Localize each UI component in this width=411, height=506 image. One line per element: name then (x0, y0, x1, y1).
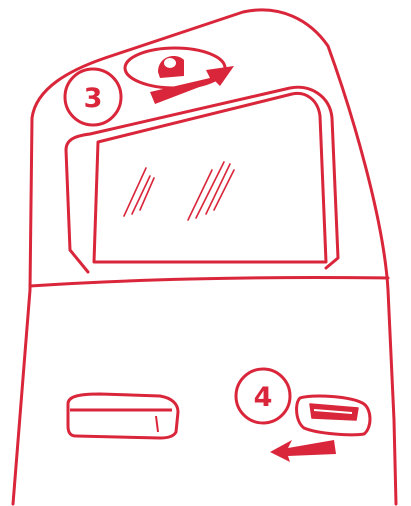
belt-line (30, 277, 388, 286)
step-4-number: 4 (254, 382, 273, 413)
step-3-number: 3 (84, 83, 103, 114)
door-release-handle (297, 396, 370, 435)
pull-arrow-icon (270, 440, 336, 462)
window-glass (94, 93, 326, 262)
lock-knob-tip (164, 58, 176, 68)
grab-handle (68, 394, 178, 438)
glass-reflection (124, 162, 234, 220)
step-4: 4 (68, 369, 370, 462)
